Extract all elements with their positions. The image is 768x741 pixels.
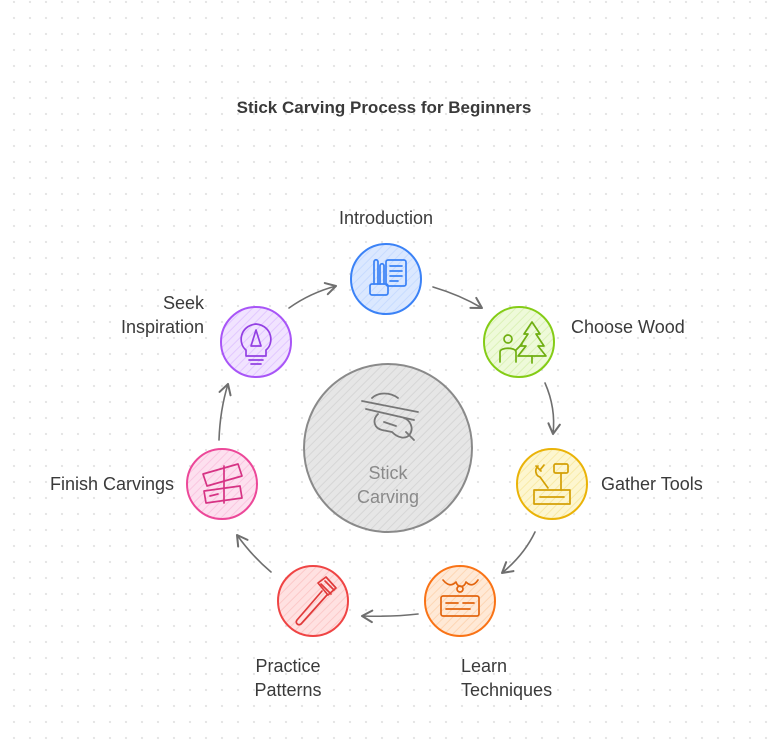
arrow-introduction-to-choose-wood: [432, 286, 484, 310]
center-label-line2: Carving: [357, 487, 419, 507]
carving-hand-icon: [361, 392, 419, 441]
arrow-learn-techniques-to-practice-patterns: [360, 609, 419, 624]
wood-log-icon: [440, 579, 480, 617]
tree-person-icon: [499, 321, 547, 364]
arrow-seek-inspiration-to-introduction: [288, 282, 338, 309]
node-practice-patterns[interactable]: [277, 565, 349, 637]
arrow-gather-tools-to-learn-techniques: [500, 531, 536, 575]
node-seek-inspiration[interactable]: [220, 306, 292, 378]
label-learn-techniques-line1: Learn: [461, 656, 508, 676]
node-choose-wood[interactable]: [483, 306, 555, 378]
node-learn-techniques[interactable]: [424, 565, 496, 637]
label-seek-inspiration-line1: Seek: [162, 293, 204, 313]
label-choose-wood: Choose Wood: [571, 317, 685, 337]
arrow-finish-carvings-to-seek-inspiration: [218, 382, 232, 441]
node-introduction[interactable]: [350, 243, 422, 315]
label-finish-carvings: Finish Carvings: [49, 474, 174, 494]
arrow-practice-patterns-to-finish-carvings: [235, 533, 272, 573]
node-finish-carvings[interactable]: [186, 448, 258, 520]
arrow-choose-wood-to-gather-tools: [544, 382, 561, 436]
label-practice-patterns-line1: Practice: [255, 656, 321, 676]
tools-icon: [533, 463, 571, 505]
label-practice-patterns-line2: Patterns: [254, 680, 322, 700]
diagram-title: Stick Carving Process for Beginners: [236, 98, 532, 117]
label-learn-techniques-line2: Techniques: [461, 680, 553, 700]
label-introduction: Introduction: [338, 208, 434, 228]
node-gather-tools[interactable]: [516, 448, 588, 520]
lightbulb-icon: [240, 323, 272, 365]
pattern-stick-icon: [295, 576, 337, 626]
center-label-line1: Stick: [368, 463, 408, 483]
bandage-icon: [202, 463, 243, 504]
label-seek-inspiration-line2: Inspiration: [120, 317, 204, 337]
center-node: Stick Carving: [303, 363, 473, 533]
label-gather-tools: Gather Tools: [601, 474, 703, 494]
easel-icon: [369, 258, 407, 296]
